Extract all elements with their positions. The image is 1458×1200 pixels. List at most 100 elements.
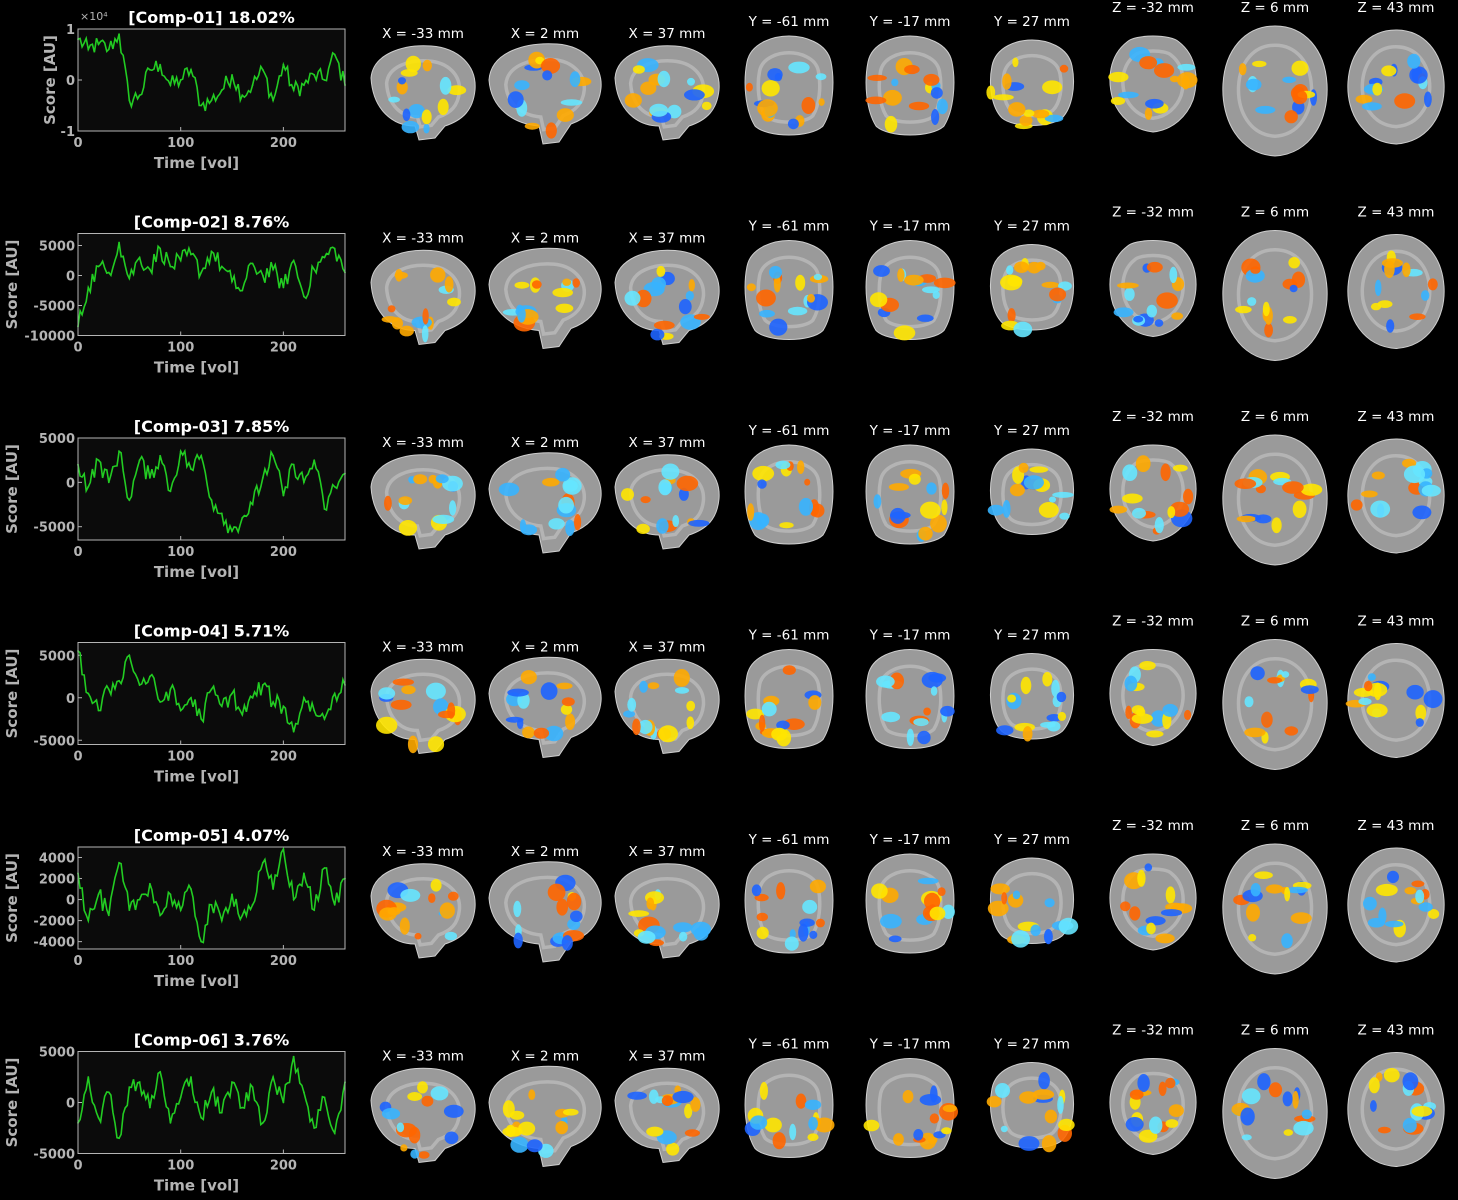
positive-activation <box>1372 82 1383 96</box>
negative-activation <box>1154 517 1164 534</box>
negative-activation <box>996 725 1014 736</box>
negative-activation <box>1370 1100 1377 1112</box>
positive-activation <box>941 499 948 516</box>
data-point <box>107 914 110 917</box>
negative-activation <box>430 1086 449 1101</box>
positive-activation <box>422 59 432 72</box>
negative-activation <box>890 511 911 519</box>
white-matter <box>1360 249 1432 333</box>
data-point <box>97 709 100 712</box>
brain-slice <box>744 648 834 749</box>
negative-activation <box>1362 102 1382 111</box>
negative-activation <box>1132 507 1146 519</box>
positive-activation <box>1183 488 1194 505</box>
data-point <box>323 79 326 81</box>
positive-activation <box>1038 502 1059 518</box>
x-tick-label: 100 <box>167 954 194 969</box>
positive-activation <box>1404 887 1417 895</box>
data-point <box>323 256 326 259</box>
positive-activation <box>399 325 414 337</box>
slice-label: Z = 6 mm <box>1241 1023 1309 1039</box>
positive-activation <box>1250 266 1261 274</box>
slice-label: Z = 6 mm <box>1241 409 1309 425</box>
brain-outline <box>370 45 476 141</box>
positive-activation <box>746 283 756 292</box>
positive-activation <box>1168 1104 1184 1117</box>
positive-activation <box>421 1095 434 1107</box>
slice-label: X = 37 mm <box>629 231 706 247</box>
negative-activation <box>798 497 813 516</box>
negative-activation <box>1423 690 1443 709</box>
brain-slice <box>1222 638 1328 771</box>
positive-activation <box>865 96 887 105</box>
x-axis-label: Time [vol] <box>154 1177 239 1195</box>
slice-label: Y = -61 mm <box>748 628 830 644</box>
data-point <box>251 1086 254 1089</box>
brain-slice <box>488 861 602 963</box>
data-point <box>292 259 295 262</box>
positive-activation <box>528 1089 536 1100</box>
positive-activation <box>1007 694 1016 703</box>
positive-activation <box>1146 922 1156 935</box>
slice-label: Z = 43 mm <box>1358 818 1435 834</box>
y-tick-label: -1 <box>61 125 75 140</box>
negative-activation <box>410 1149 420 1159</box>
y-tick-label: 0 <box>66 74 75 89</box>
negative-activation <box>1300 685 1319 694</box>
white-matter <box>877 460 943 533</box>
negative-activation <box>570 910 583 922</box>
positive-activation <box>1158 1081 1167 1096</box>
positive-activation <box>1139 56 1158 70</box>
negative-activation <box>684 89 705 101</box>
white-matter <box>1236 452 1314 547</box>
y-tick-label: 0 <box>66 1097 75 1112</box>
brain-slice <box>1347 233 1445 350</box>
positive-activation <box>923 707 931 716</box>
positive-activation <box>933 277 956 289</box>
data-point <box>87 485 90 488</box>
negative-activation <box>517 306 526 323</box>
negative-activation <box>649 103 669 117</box>
y-axis-label: Score [AU] <box>3 649 21 739</box>
data-point <box>333 903 336 906</box>
positive-activation <box>1428 909 1440 919</box>
plot-background <box>78 1051 345 1154</box>
x-tick-label: 0 <box>73 1159 82 1174</box>
data-point <box>128 99 131 102</box>
positive-activation <box>1366 703 1388 718</box>
negative-activation <box>1403 465 1426 484</box>
data-point <box>107 688 110 691</box>
negative-activation <box>1421 290 1430 301</box>
brain-slice <box>986 1061 1075 1153</box>
positive-activation <box>1172 464 1188 472</box>
data-point <box>251 903 254 906</box>
positive-activation <box>756 289 776 307</box>
data-point <box>159 701 162 703</box>
brain-slice <box>1222 229 1328 362</box>
positive-activation <box>1291 60 1309 76</box>
negative-activation <box>657 70 671 88</box>
data-point <box>179 259 182 262</box>
white-matter <box>1360 863 1432 947</box>
brain-slice <box>370 1067 476 1164</box>
positive-activation <box>764 1117 782 1133</box>
positive-activation <box>930 514 947 533</box>
y-tick-label: 5000 <box>39 240 75 255</box>
white-matter <box>1001 871 1063 936</box>
data-point <box>148 68 151 71</box>
positive-activation <box>621 488 634 501</box>
positive-activation <box>400 69 418 77</box>
positive-activation <box>673 669 690 687</box>
positive-activation <box>555 303 574 313</box>
data-point <box>210 499 213 501</box>
negative-activation <box>1384 920 1404 928</box>
positive-activation <box>447 85 467 96</box>
positive-activation <box>1290 912 1312 924</box>
positive-activation <box>1300 483 1323 496</box>
axis-multiplier: ×10⁴ <box>80 10 108 23</box>
negative-activation <box>513 932 523 949</box>
negative-activation <box>1058 281 1072 291</box>
brain-slice <box>370 45 476 141</box>
negative-activation <box>526 1139 543 1153</box>
slice-label: Y = -17 mm <box>869 832 951 848</box>
